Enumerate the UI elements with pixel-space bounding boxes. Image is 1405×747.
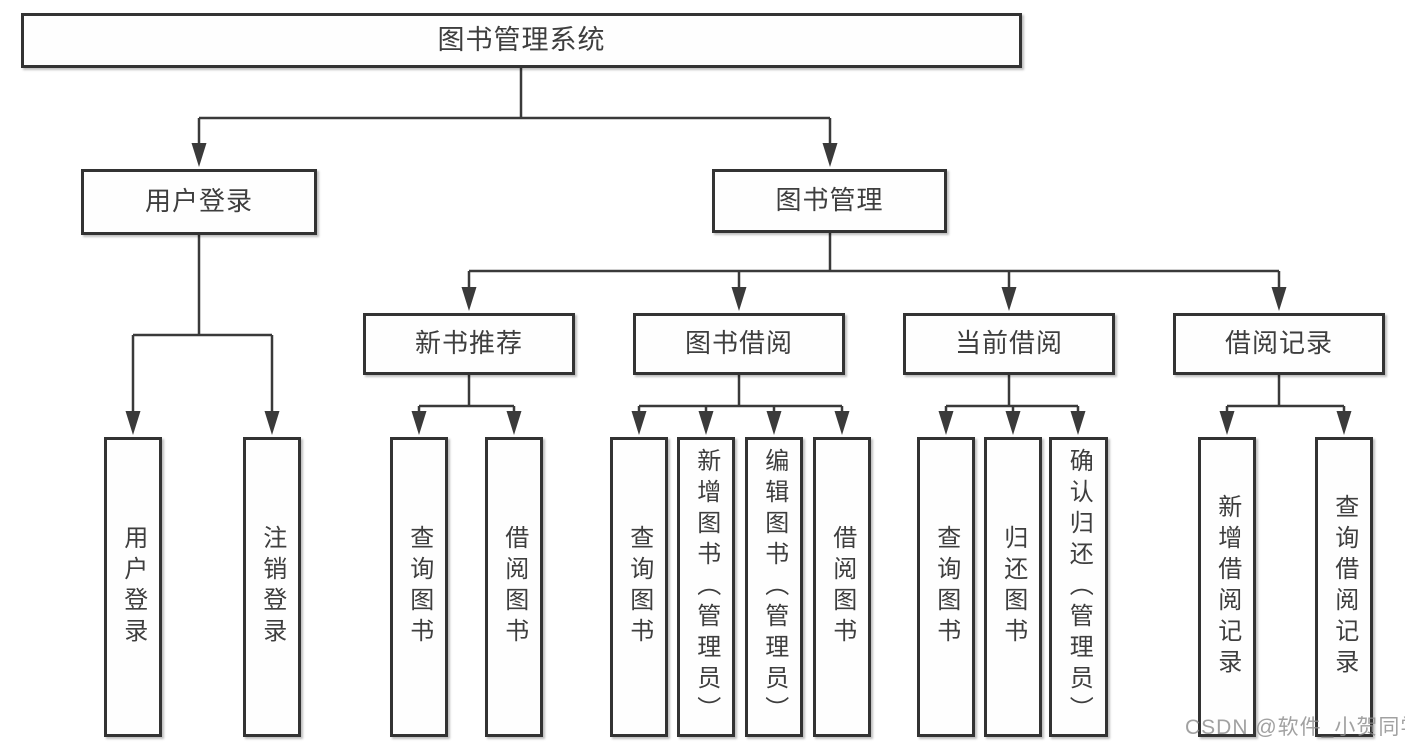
connector-borrowing-records-children	[1219, 375, 1352, 435]
arrowhead	[631, 411, 647, 435]
connector-line	[1225, 375, 1346, 414]
connector-line	[417, 375, 516, 414]
leaf-user-login: 用户登录	[104, 437, 162, 737]
arrowhead	[264, 411, 280, 435]
leaf-current-return-books: 归还图书	[984, 437, 1042, 737]
connector-root-to-level2	[191, 68, 838, 167]
arrowhead	[698, 411, 714, 435]
node-current-borrowing: 当前借阅	[903, 313, 1115, 375]
connector-book-management-children	[461, 233, 1287, 311]
connector-current-borrowing-children	[938, 375, 1086, 435]
leaf-borrow-borrow-books: 借阅图书	[813, 437, 871, 737]
arrowhead	[1070, 411, 1086, 435]
node-book-borrowing: 图书借阅	[633, 313, 845, 375]
leaf-current-confirm-return-admin: 确认归还（管理员）	[1049, 437, 1108, 737]
leaf-records-add-borrow-record: 新增借阅记录	[1198, 437, 1256, 737]
arrowhead	[938, 411, 954, 435]
leaf-recommend-borrow-books: 借阅图书	[485, 437, 543, 737]
arrowhead	[731, 287, 747, 311]
node-borrowing-records: 借阅记录	[1173, 313, 1385, 375]
leaf-current-query-books: 查询图书	[917, 437, 975, 737]
connector-line	[467, 233, 1281, 290]
connector-line	[197, 68, 832, 146]
connector-user-login-children	[125, 235, 280, 435]
leaf-recommend-query-books: 查询图书	[390, 437, 448, 737]
csdn-watermark: CSDN @软件_小贺同学	[1185, 716, 1405, 739]
arrowhead	[834, 411, 850, 435]
arrowhead	[1001, 287, 1017, 311]
connector-book-borrowing-children	[631, 375, 850, 435]
arrowhead	[411, 411, 427, 435]
leaf-records-query-borrow-record: 查询借阅记录	[1315, 437, 1373, 737]
node-library-management-system: 图书管理系统	[21, 13, 1022, 68]
leaf-borrow-query-books: 查询图书	[610, 437, 668, 737]
arrowhead	[461, 287, 477, 311]
node-new-book-recommendation: 新书推荐	[363, 313, 575, 375]
connector-line	[944, 375, 1080, 414]
arrowhead	[1005, 411, 1021, 435]
arrowhead	[1271, 287, 1287, 311]
arrowhead	[191, 143, 207, 167]
arrowhead	[822, 143, 838, 167]
connector-line	[637, 375, 844, 414]
node-user-login: 用户登录	[81, 169, 317, 235]
arrowhead	[1219, 411, 1235, 435]
leaf-borrow-add-books-admin: 新增图书（管理员）	[677, 437, 735, 737]
arrowhead	[125, 411, 141, 435]
node-book-management: 图书管理	[712, 169, 947, 233]
connector-new-book-recommendation-children	[411, 375, 522, 435]
arrowhead	[766, 411, 782, 435]
leaf-borrow-edit-books-admin: 编辑图书（管理员）	[745, 437, 803, 737]
arrowhead	[1336, 411, 1352, 435]
arrowhead	[506, 411, 522, 435]
leaf-logout: 注销登录	[243, 437, 301, 737]
connector-line	[131, 235, 274, 414]
